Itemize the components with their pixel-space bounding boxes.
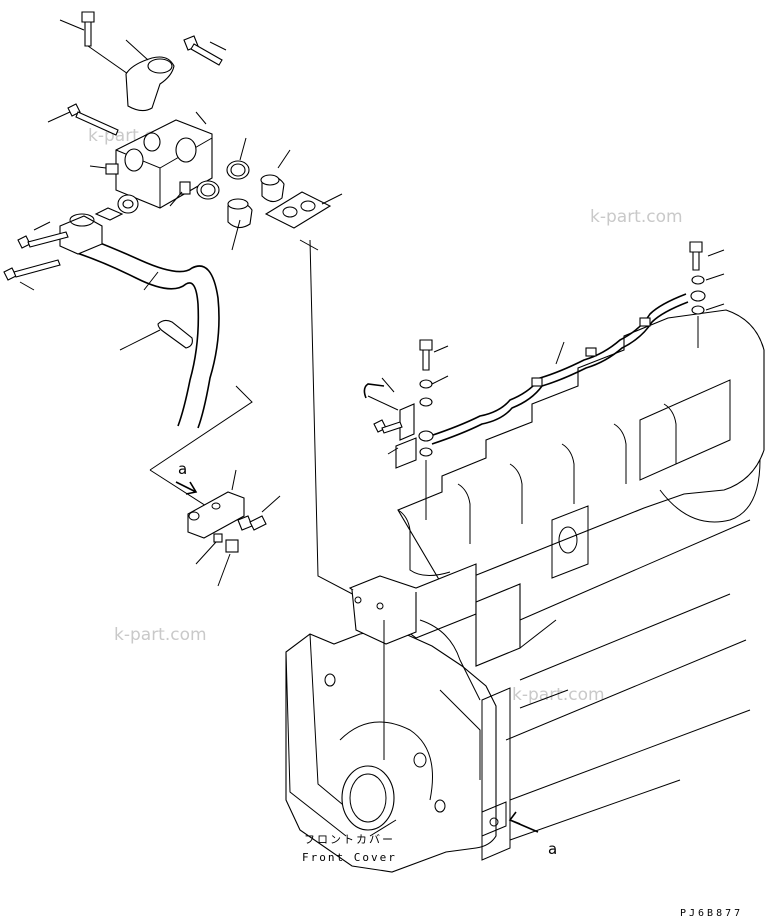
caption-english: Front Cover [302, 851, 397, 864]
leader-right-1 [519, 619, 557, 649]
pipe-banjo-left [418, 339, 449, 520]
watermark-3: k-part.com [114, 625, 207, 645]
detail-a-label-upper: a [178, 460, 187, 478]
gasket-leader [309, 239, 361, 599]
thermostat-seal-rings [196, 137, 250, 200]
detail-bracket-leader [149, 385, 253, 471]
detail-a-arrow-lower [508, 811, 539, 833]
detail-a-label-lower: a [548, 840, 557, 858]
bracket-clamp [363, 377, 417, 469]
outlet-elbow-pipe [125, 39, 175, 112]
outlet-gaskets [94, 194, 139, 221]
fuel-pipe [429, 293, 689, 445]
detail-a-bracket [187, 469, 245, 539]
detail-a-arrow-upper [175, 481, 198, 495]
pipe-banjo-right [689, 241, 725, 348]
leader-right-2 [519, 689, 569, 709]
housing-bolt-left [47, 103, 119, 136]
bypass-pipe [59, 213, 220, 429]
pipe-bolts [3, 221, 69, 291]
housing-gasket-plate [264, 191, 343, 251]
plug-fitting [169, 181, 191, 207]
detail-a-fittings [195, 533, 239, 587]
small-nut [89, 163, 119, 175]
caption-leader [369, 819, 397, 837]
side-bolt-upper [183, 35, 227, 66]
thermostats [227, 149, 291, 251]
engine-block [285, 309, 765, 873]
caption-japanese: フロントカバー [304, 833, 395, 846]
detail-a-bolt [237, 495, 281, 531]
drawing-code: PJ6B877 [680, 908, 743, 919]
watermark-2: k-part.com [590, 207, 683, 227]
watermark-4: k-part.com [512, 685, 605, 705]
top-bolt [59, 11, 129, 75]
hose-connector [119, 319, 193, 351]
